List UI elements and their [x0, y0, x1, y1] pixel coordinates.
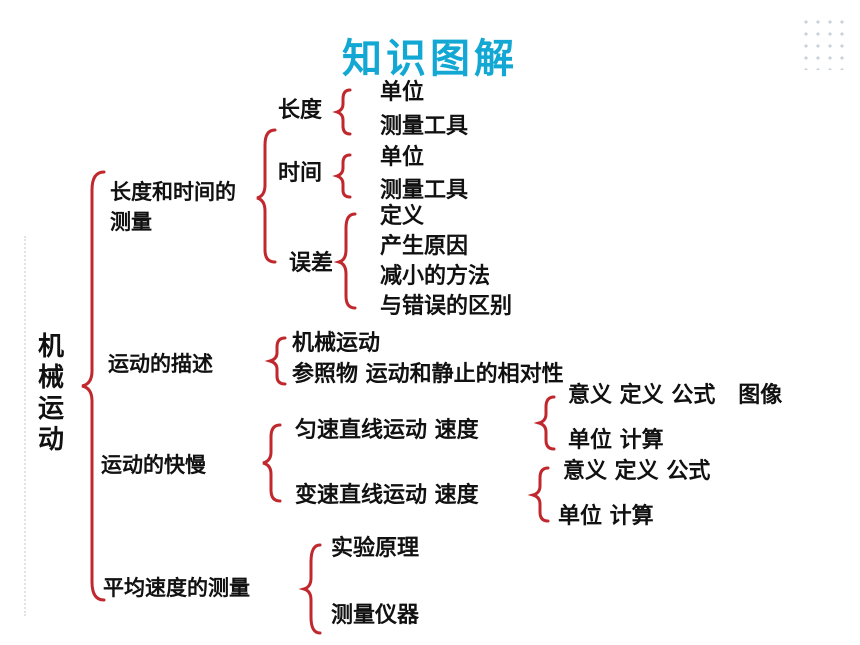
error-item: 产生原因 — [380, 234, 469, 259]
time-item: 单位 — [380, 145, 425, 170]
avg-item: 测量仪器 — [331, 603, 420, 628]
uniform-node: 匀速直线运动 速度 — [295, 418, 479, 443]
describe-bracket — [264, 336, 287, 386]
uniform-item: 意义 定义 公式 图像 — [568, 383, 783, 408]
decorative-dot-grid — [800, 16, 848, 70]
uniform-item: 单位 计算 — [568, 428, 664, 453]
variable-item: 意义 定义 公式 — [563, 459, 711, 484]
describe-item: 机械运动 — [292, 331, 381, 356]
error-item: 与错误的区别 — [380, 294, 513, 319]
error-item: 减小的方法 — [380, 264, 491, 289]
avg-node: 平均速度的测量 — [103, 576, 250, 600]
measure-node: 长度和时间的测量 — [110, 180, 236, 234]
root-bracket — [81, 170, 106, 602]
error-item: 定义 — [380, 204, 425, 229]
length-item: 测量工具 — [380, 114, 469, 139]
variable-node: 变速直线运动 速度 — [295, 483, 479, 508]
length-node: 长度 — [278, 98, 323, 123]
avg-bracket — [298, 543, 322, 635]
time-bracket — [332, 153, 352, 199]
error-bracket — [333, 212, 357, 310]
time-node: 时间 — [278, 161, 323, 186]
decorative-dotted-line — [24, 236, 26, 616]
page-title: 知识图解 — [342, 35, 518, 82]
variable-bracket — [527, 466, 550, 523]
time-item: 测量工具 — [380, 178, 469, 203]
length-bracket — [332, 88, 352, 136]
describe-item: 参照物 运动和静止的相对性 — [292, 362, 564, 387]
speed-bracket — [262, 423, 282, 503]
measure-bracket — [256, 128, 277, 264]
speed-node: 运动的快慢 — [101, 453, 206, 477]
variable-item: 单位 计算 — [558, 504, 654, 529]
avg-item: 实验原理 — [331, 536, 420, 561]
uniform-bracket — [533, 395, 556, 451]
error-node: 误差 — [289, 251, 334, 276]
describe-node: 运动的描述 — [108, 352, 213, 376]
root-node: 机械运动 — [38, 332, 65, 455]
length-item: 单位 — [380, 80, 425, 105]
